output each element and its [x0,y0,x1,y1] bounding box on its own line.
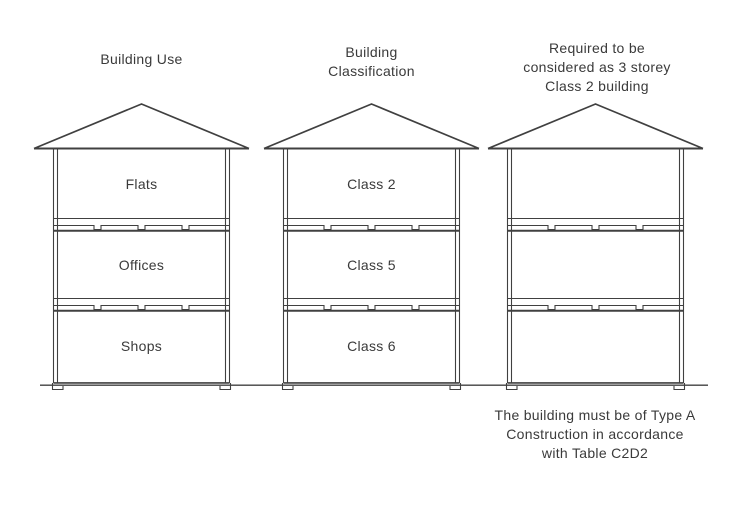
building-title: Classification [328,63,415,79]
note-line: with Table C2D2 [541,445,648,461]
slab-joist-line [53,304,230,311]
floor-label: Class 2 [347,176,396,192]
slab-joist-line [53,224,230,231]
floor-label: Class 5 [347,257,396,273]
floor-label: Class 6 [347,338,396,354]
floor-separator [283,297,460,312]
roof-outline [33,103,250,150]
footing-right [449,383,462,391]
floor-label: Offices [119,257,164,273]
floor-separator [507,297,684,312]
building-title: Class 2 building [545,78,649,94]
floor-label: Flats [126,176,158,192]
roof-outline [263,103,480,150]
note-line: The building must be of Type A [495,407,696,423]
building-title: Building [345,44,397,60]
building-title: Building Use [100,51,182,67]
slab-joist-line [283,304,460,311]
note-line: Construction in accordance [506,426,683,442]
footing-left [505,383,518,391]
footing-right [673,383,686,391]
required-class2-section: Required to be considered as 3 storey Cl… [487,40,704,391]
construction-note: The building must be of Type A Construct… [495,407,696,461]
footing-left [51,383,64,391]
floor-label: Shops [121,338,162,354]
floor-separator [507,217,684,232]
floor-separator [283,217,460,232]
building-title: considered as 3 storey [523,59,670,75]
slab-joist-line [507,304,684,311]
footing-left [281,383,294,391]
slab-joist-line [283,224,460,231]
building-use-section: Building Use Flats Offic [33,51,250,391]
footing-right [219,383,232,391]
slab-joist-line [507,224,684,231]
floor-separator [53,297,230,312]
building-classification-section: Building Classification Class 2 [263,44,480,391]
floor-separator [53,217,230,232]
building-title: Required to be [549,40,645,56]
roof-outline [487,103,704,150]
